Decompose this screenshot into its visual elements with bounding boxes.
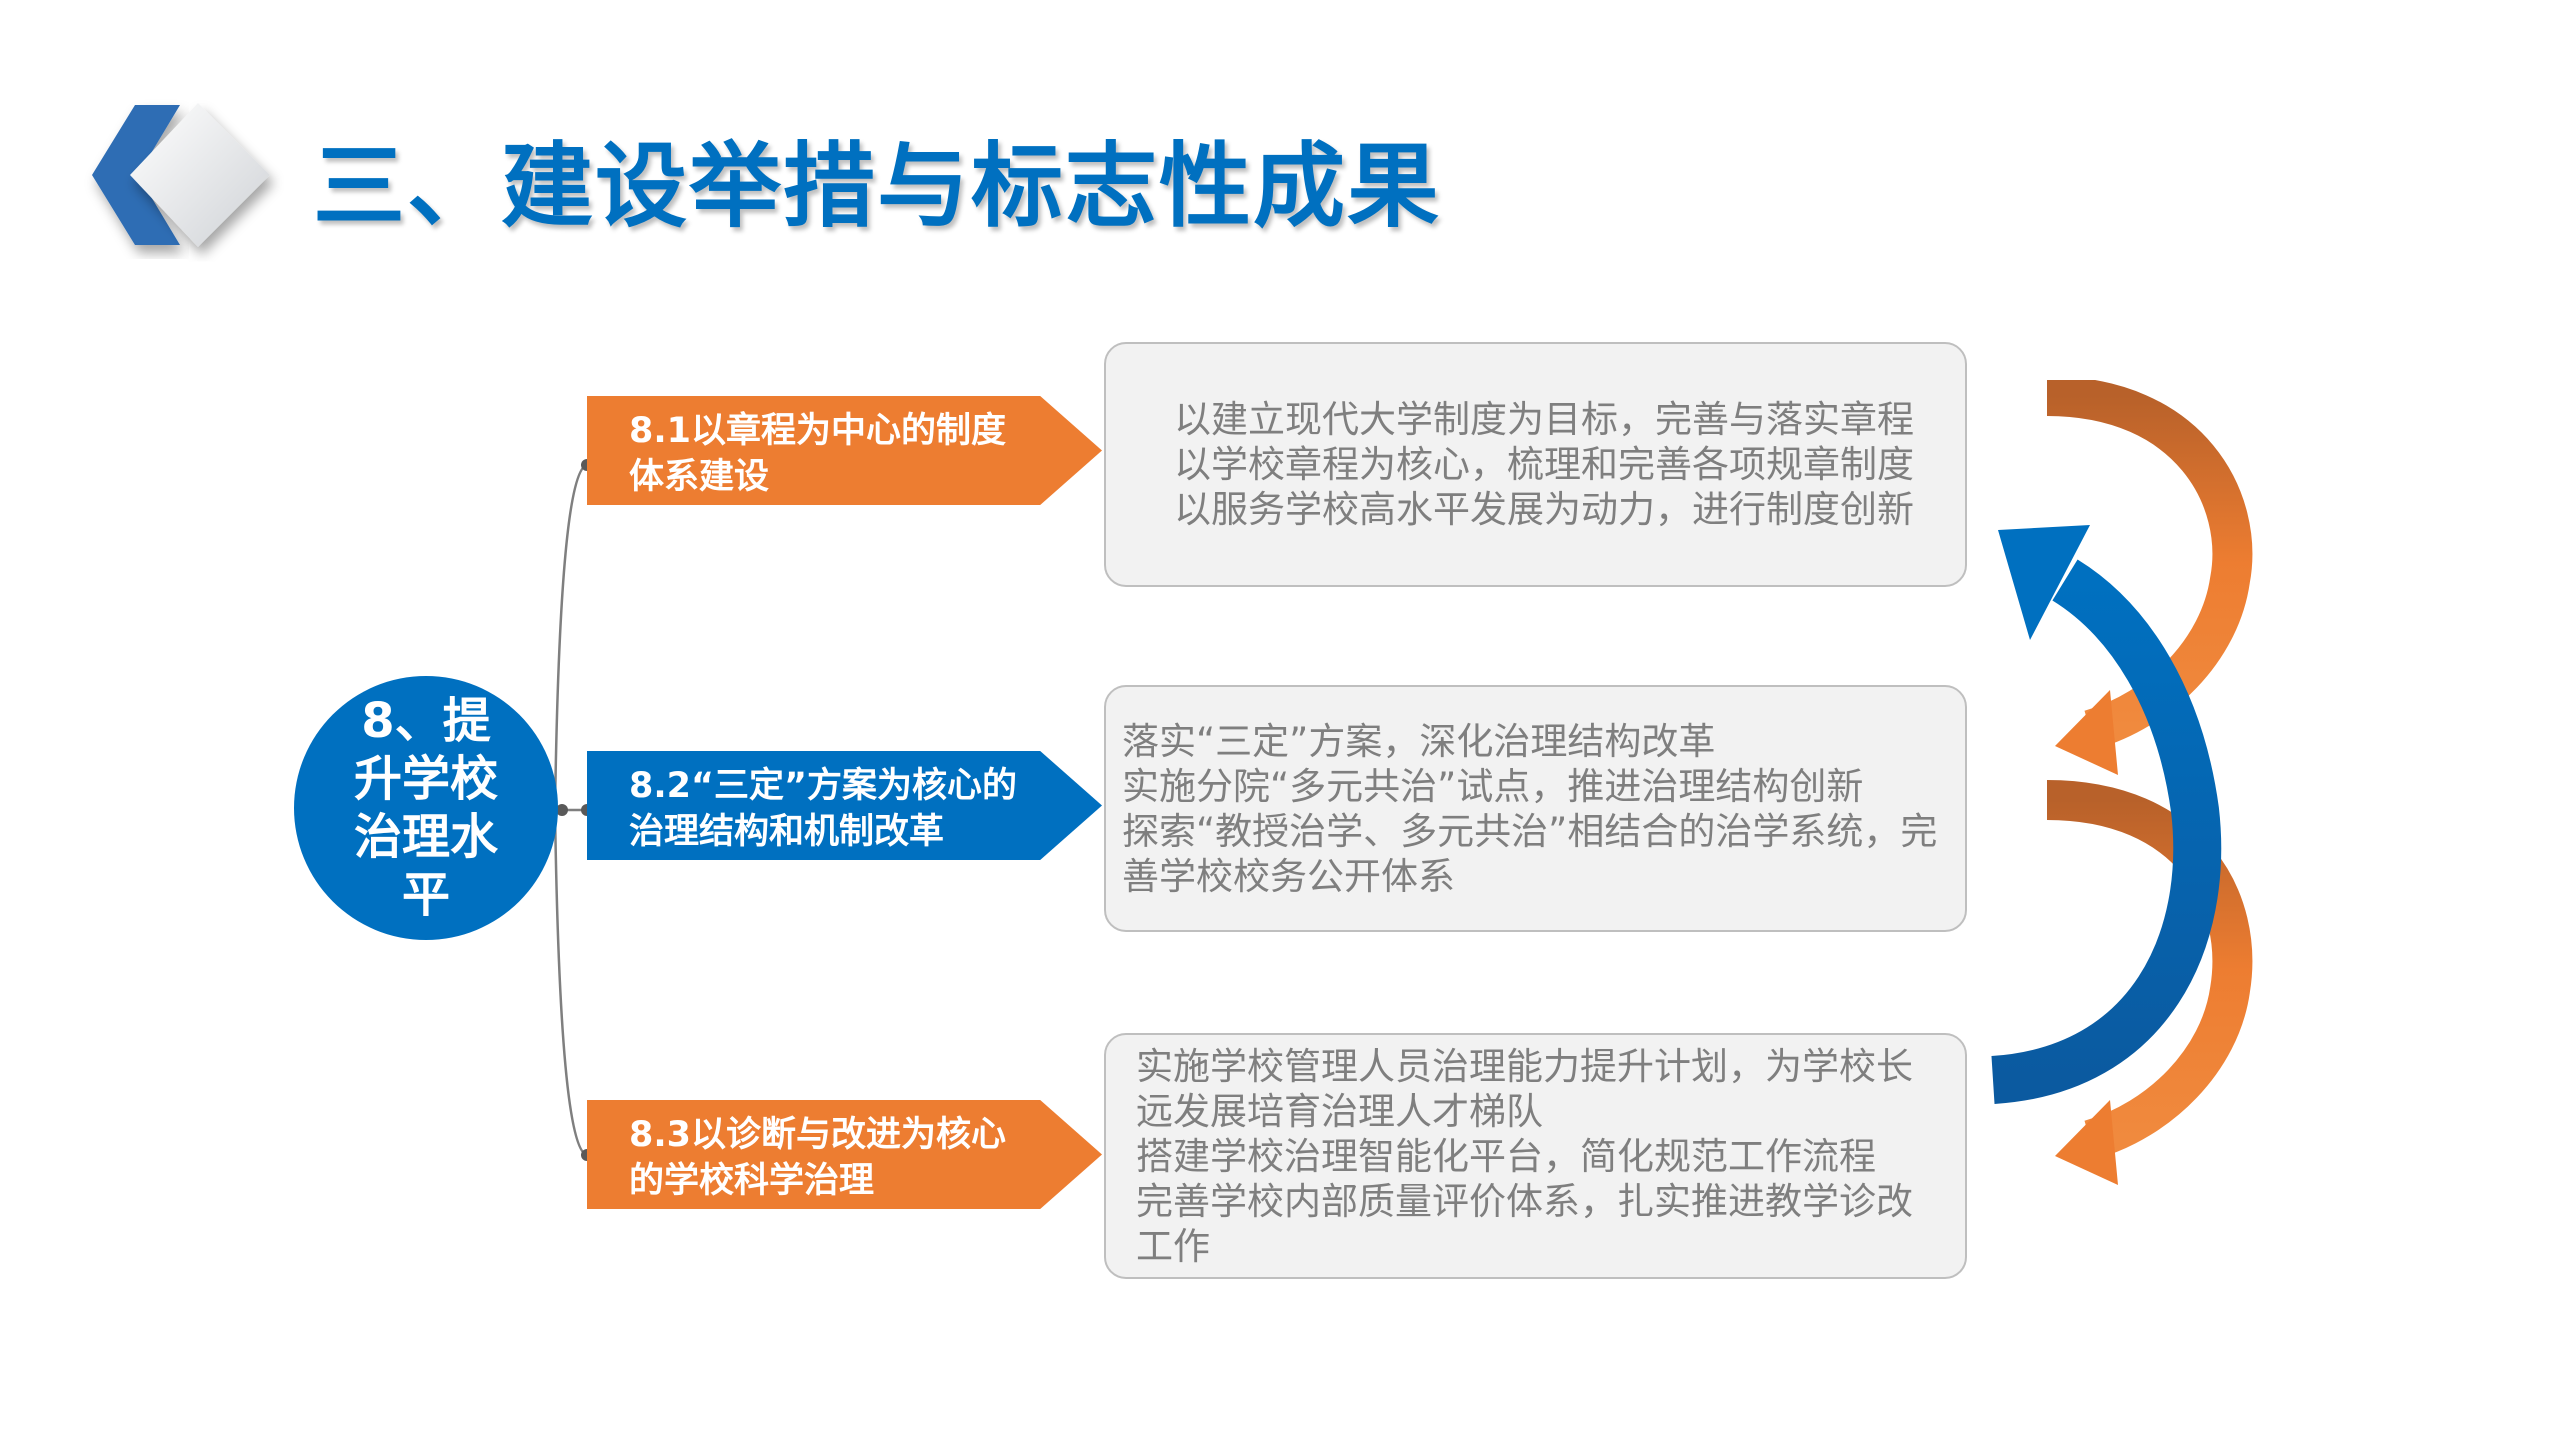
page-title: 三、建设举措与标志性成果 [313, 133, 1442, 240]
center-topic-circle: 8、提升学校治理水平 [294, 676, 558, 940]
detail-line: 以建立现代大学制度为目标，完善与落实章程 [1174, 398, 1914, 441]
detail-box-8-3: 实施学校管理人员治理能力提升计划，为学校长远发展培育治理人才梯队 搭建学校治理智… [1104, 1033, 1967, 1279]
detail-line: 完善学校内部质量评价体系，扎实推进教学诊改工作 [1136, 1179, 1913, 1268]
detail-box-8-1: 以建立现代大学制度为目标，完善与落实章程 以学校章程为核心，梳理和完善各项规章制… [1104, 342, 1967, 587]
orange-arrow-bottom-icon [2046, 780, 2253, 1185]
detail-line: 落实“三定”方案，深化治理结构改革 [1122, 719, 1716, 763]
detail-line: 以学校章程为核心，梳理和完善各项规章制度 [1174, 443, 1914, 486]
detail-box-8-2: 落实“三定”方案，深化治理结构改革 实施分院“多元共治”试点，推进治理结构创新 … [1104, 685, 1967, 932]
detail-line: 以服务学校高水平发展为动力，进行制度创新 [1174, 488, 1914, 531]
branch-banner-8-1: 8.1以章程为中心的制度体系建设 [587, 396, 1102, 505]
blue-arrow-icon [1991, 525, 2222, 1104]
center-topic-label: 8、提升学校治理水平 [353, 693, 498, 923]
branch-banner-8-2: 8.2“三定”方案为核心的治理结构和机制改革 [587, 751, 1102, 860]
detail-line: 搭建学校治理智能化平台，简化规范工作流程 [1136, 1134, 1876, 1178]
cycle-arrows [1991, 380, 2253, 1185]
detail-line: 实施分院“多元共治”试点，推进治理结构创新 [1122, 764, 1864, 808]
diamond-logo-icon [92, 103, 270, 247]
branch-banner-8-3: 8.3以诊断与改进为核心的学校科学治理 [587, 1100, 1102, 1209]
detail-line: 实施学校管理人员治理能力提升计划，为学校长远发展培育治理人才梯队 [1136, 1044, 1913, 1133]
detail-line: 探索“教授治学、多元共治”相结合的治学系统，完善学校校务公开体系 [1122, 809, 1938, 898]
